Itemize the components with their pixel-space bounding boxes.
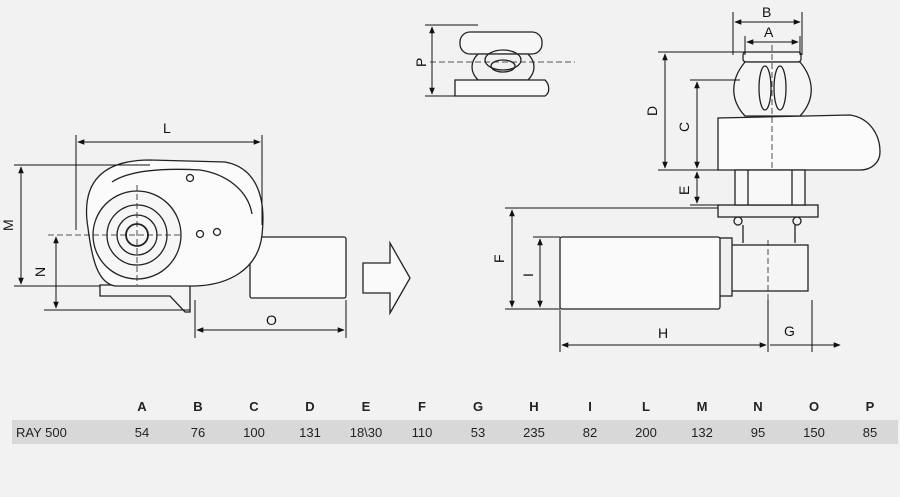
front-gearbox — [729, 244, 809, 292]
table-header-cell: O — [808, 398, 820, 414]
table-cell: 150 — [786, 420, 842, 444]
table-cell: 95 — [730, 420, 786, 444]
front-view — [559, 45, 881, 345]
top-base — [454, 79, 550, 97]
front-housing — [717, 114, 881, 171]
table-header-cell: H — [529, 398, 539, 414]
winch-technical-drawing: L M N O P — [0, 4, 881, 352]
table-header-cell: M — [696, 398, 708, 414]
table-header-cell: B — [193, 398, 203, 414]
table-header-cell: A — [137, 398, 147, 414]
table-cell: 131 — [282, 420, 338, 444]
dim-label-F: F — [491, 254, 507, 263]
table-cell: 132 — [674, 420, 730, 444]
table-cell: 100 — [226, 420, 282, 444]
dim-label-D: D — [644, 106, 660, 116]
table-header-cell: L — [642, 398, 650, 414]
table-cell: 85 — [842, 420, 898, 444]
dim-label-G: G — [784, 323, 795, 339]
side-lid — [111, 168, 253, 215]
side-bolt — [212, 227, 222, 237]
table-header-cell: N — [753, 398, 763, 414]
table-header-cell: I — [588, 398, 592, 414]
table-row: RAY 500 54 76 100 131 18\30 110 53 235 8… — [12, 420, 898, 444]
table-cell: 82 — [562, 420, 618, 444]
dim-label-N: N — [32, 267, 48, 277]
table-header-cell: P — [865, 398, 875, 414]
table-cell: 76 — [170, 420, 226, 444]
side-view — [48, 159, 347, 313]
view-transition-arrow — [362, 240, 411, 316]
dim-label-C: C — [676, 122, 692, 132]
table-header-cell — [12, 392, 114, 420]
table-cell: 110 — [394, 420, 450, 444]
dim-label-H: H — [658, 325, 668, 341]
dim-label-L: L — [163, 120, 171, 136]
dim-label-P: P — [413, 58, 429, 67]
table-header-row: A B C D E F G H I L M N O P — [12, 392, 898, 420]
model-name-cell: RAY 500 — [12, 420, 114, 444]
table-header-cell: G — [472, 398, 484, 414]
table-header-cell: D — [305, 398, 315, 414]
top-drum — [471, 53, 535, 81]
side-base-plate — [99, 284, 191, 313]
dim-label-O: O — [266, 312, 277, 328]
table-header-cell: C — [249, 398, 259, 414]
table-header-cell: F — [418, 398, 426, 414]
front-deck-plate — [717, 204, 819, 218]
side-bolt — [185, 173, 195, 183]
front-motor — [559, 236, 721, 310]
top-view-dimensions — [425, 24, 478, 97]
side-bolt — [195, 229, 205, 239]
table-header-cell: E — [361, 398, 371, 414]
table-cell: 18\30 — [338, 420, 394, 444]
dim-label-M: M — [0, 219, 16, 231]
front-view-dimensions — [505, 12, 841, 352]
front-shaft — [734, 169, 806, 206]
table-cell: 54 — [114, 420, 170, 444]
dimensions-table: A B C D E F G H I L M N O P RAY 500 54 7… — [12, 392, 898, 444]
front-drum — [733, 61, 812, 117]
table-cell: 53 — [450, 420, 506, 444]
top-gypsy — [484, 49, 522, 71]
table-cell: 235 — [506, 420, 562, 444]
dim-label-I: I — [520, 273, 536, 277]
side-view-dimensions — [14, 135, 347, 338]
table-cell: 200 — [618, 420, 674, 444]
dim-label-A: A — [764, 24, 774, 40]
top-view — [430, 31, 575, 97]
side-motor — [249, 236, 347, 299]
dim-label-B: B — [762, 4, 771, 20]
dim-label-E: E — [676, 186, 692, 195]
